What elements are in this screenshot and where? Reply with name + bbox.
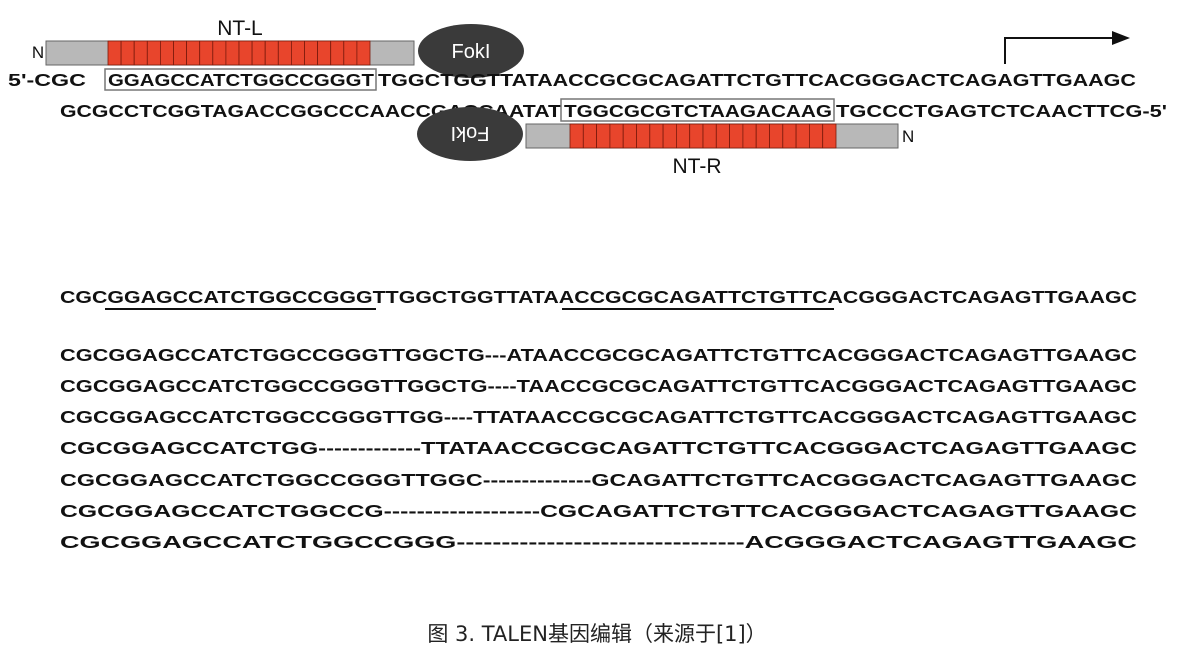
transcription-arrow [1004, 31, 1130, 64]
tale-repeat-block [225, 40, 240, 66]
tale-repeat-block [809, 123, 824, 149]
mutant-sequence: CGCGGAGCCATCTGGCCGGGTTGG----TTATAACCGCGC… [60, 407, 1137, 427]
talen-right-repeats [569, 123, 837, 149]
top-strand-left-site: GGAGCCATCTGGCCGGGT [108, 70, 374, 90]
tale-repeat-block [199, 40, 214, 66]
talen-right-n-terminus: N [902, 127, 914, 146]
tale-repeat-block [120, 40, 135, 66]
tale-repeat-block [317, 40, 332, 66]
tale-repeat-block [146, 40, 161, 66]
tale-repeat-block [755, 123, 770, 149]
tale-repeat-block [795, 123, 810, 149]
tale-repeat-block [264, 40, 279, 66]
tale-repeat-block [356, 40, 371, 66]
talen-left: NT-L N FokI [32, 17, 524, 78]
top-strand-prefix: 5'-CGC [8, 70, 86, 90]
fokI-left-label: FokI [452, 41, 491, 63]
tale-repeat-block [609, 123, 624, 149]
tale-repeat-block [173, 40, 188, 66]
tale-repeat-block [742, 123, 757, 149]
talen-left-n-terminus: N [32, 43, 44, 62]
tale-repeat-block [729, 123, 744, 149]
tale-repeat-block [569, 123, 584, 149]
mutant-sequence: CGCGGAGCCATCTGGCCGGGTTGGCTG----TAACCGCGC… [60, 376, 1137, 396]
mutant-sequence: CGCGGAGCCATCTGGCCGGG--------------------… [60, 532, 1138, 552]
left-binding-site-box [104, 68, 377, 91]
talen-left-label: NT-L [217, 17, 263, 40]
tale-repeat-block [186, 40, 201, 66]
tale-repeat-block [769, 123, 784, 149]
tale-repeat-block [676, 123, 691, 149]
tale-repeat-block [251, 40, 266, 66]
tale-repeat-block [277, 40, 292, 66]
figure-caption: 图 3. TALEN基因编辑（来源于[1]） [427, 622, 766, 646]
tale-repeat-block [582, 123, 597, 149]
talen-right-label: NT-R [673, 155, 722, 178]
tale-repeat-block [702, 123, 717, 149]
tale-repeat-block [622, 123, 637, 149]
bottom-strand: GCGCCTCGGTAGACCGGCCCAACCGACCAATAT TGGCGC… [60, 98, 1167, 122]
tale-repeat-block [133, 40, 148, 66]
tale-repeat-block [715, 123, 730, 149]
tale-repeat-block [330, 40, 345, 66]
tale-repeat-block [822, 123, 837, 149]
tale-repeat-block [304, 40, 319, 66]
mutant-sequence: CGCGGAGCCATCTGGCCGGGTTGGC--------------G… [60, 470, 1137, 490]
tale-repeat-block [662, 123, 677, 149]
tale-repeat-block [636, 123, 651, 149]
tale-repeat-block [159, 40, 174, 66]
bottom-strand-tail: TGCCCTGAGTCTCAACTTCG-5' [836, 101, 1167, 121]
top-strand-spacer: TGGCTGGTTATAACCGCGCAGATTCTGTTCACGGGACTCA… [378, 70, 1136, 90]
tale-repeat-block [107, 40, 122, 66]
bottom-strand-right-site: TGGCGCGTCTAAGACAAG [564, 101, 832, 121]
talen-right: FokI N NT-R [417, 107, 914, 178]
tale-repeat-block [238, 40, 253, 66]
fokI-left-ellipse [418, 24, 524, 78]
tale-repeat-block [596, 123, 611, 149]
fokI-right-ellipse [417, 107, 523, 161]
top-strand: 5'-CGC GGAGCCATCTGGCCGGGT TGGCTGGTTATAAC… [8, 68, 1136, 91]
right-binding-site-box [560, 98, 835, 122]
mutant-alignments: CGCGGAGCCATCTGGCCGGGTTGGCTG---ATAACCGCGC… [60, 345, 1138, 552]
talen-left-repeats [107, 40, 371, 66]
mutant-sequence: CGCGGAGCCATCTGG-------------TTATAACCGCGC… [60, 438, 1137, 458]
tale-repeat-block [782, 123, 797, 149]
tale-repeat-block [212, 40, 227, 66]
fokI-right-label: FokI [451, 122, 490, 144]
mutant-sequence: CGCGGAGCCATCTGGCCGGGTTGGCTG---ATAACCGCGC… [60, 345, 1137, 365]
tale-repeat-block [649, 123, 664, 149]
tale-repeat-block [290, 40, 305, 66]
tale-repeat-block [343, 40, 358, 66]
tale-repeat-block [689, 123, 704, 149]
mutant-sequence: CGCGGAGCCATCTGGCCG-------------------CGC… [60, 501, 1137, 521]
